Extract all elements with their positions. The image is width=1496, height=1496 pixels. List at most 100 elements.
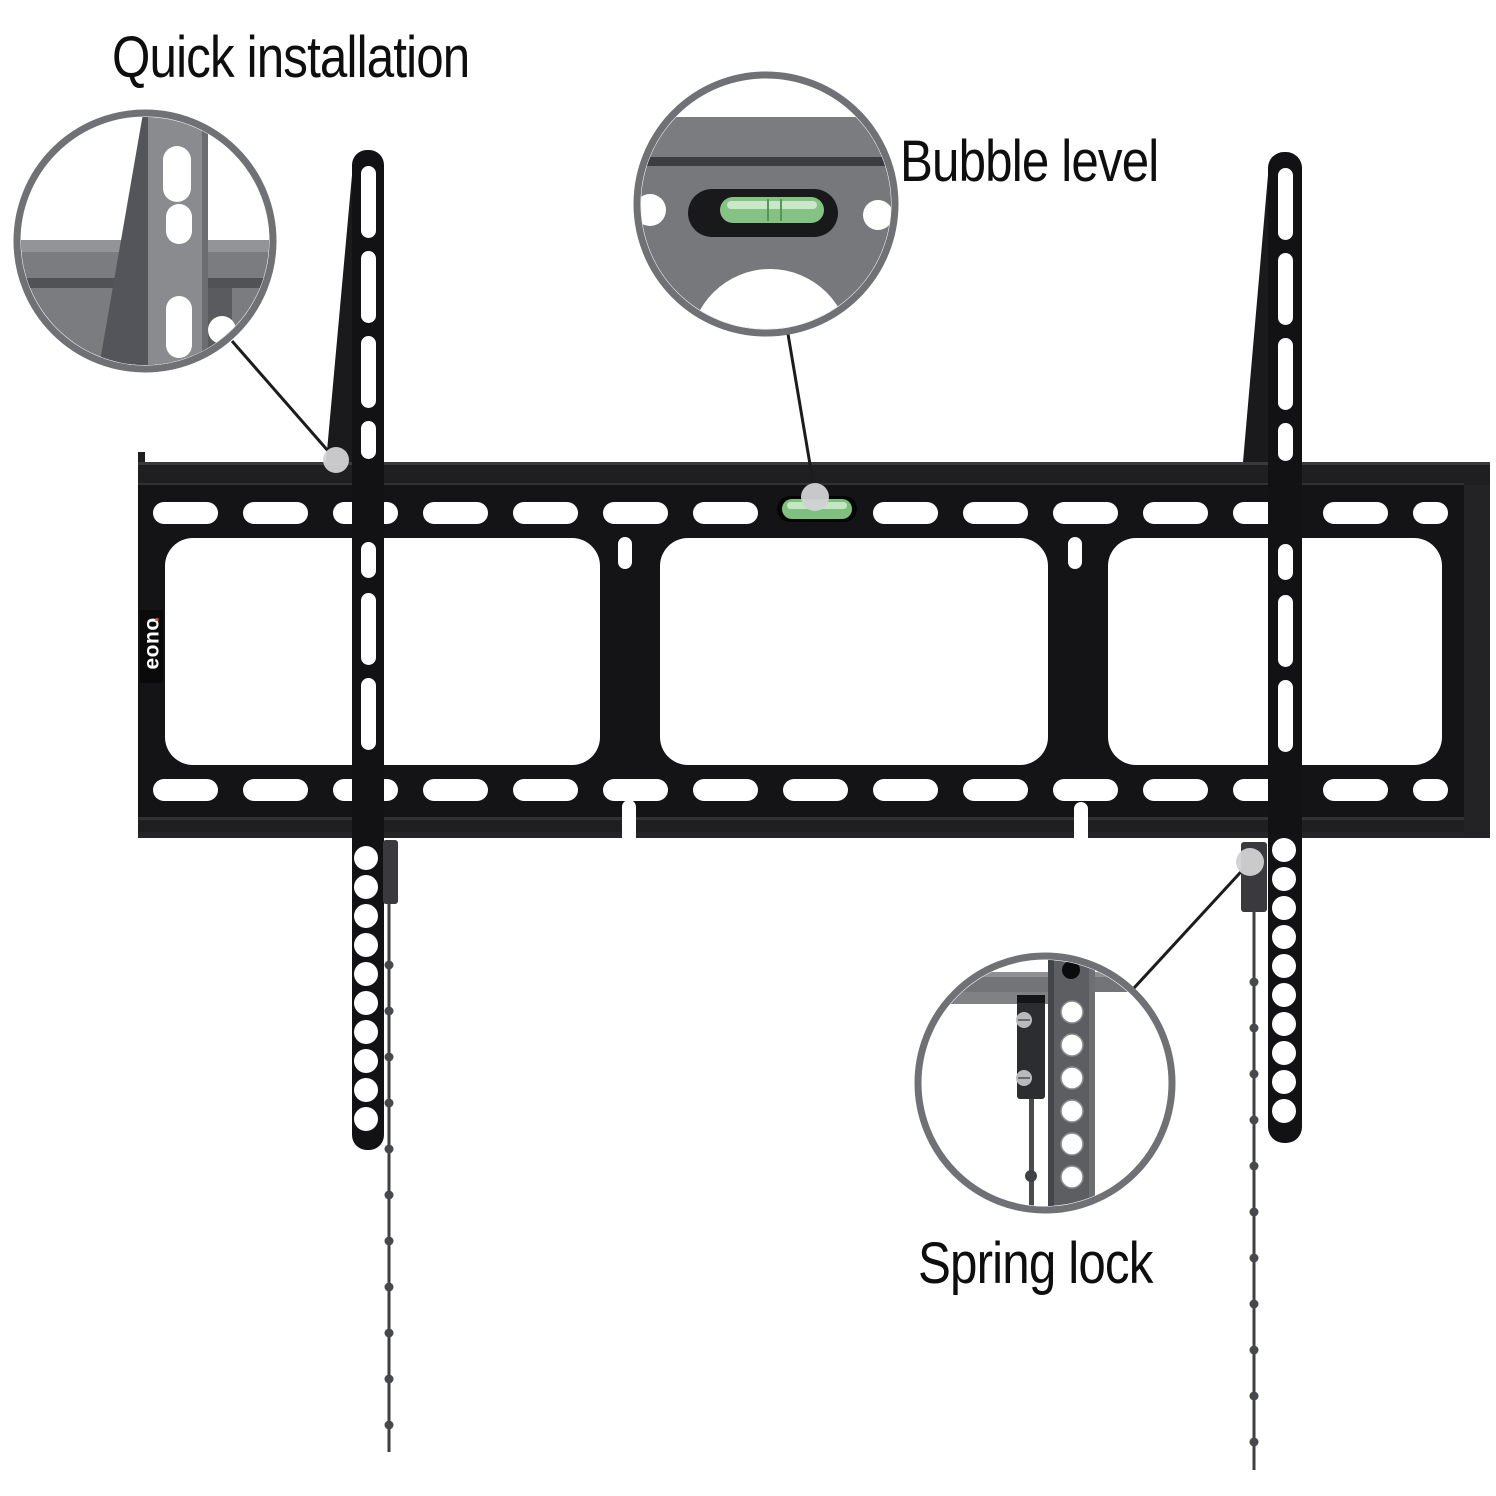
rail-slots [361,166,376,750]
zoom-rail-hole-dark [1062,961,1080,979]
zoom-rail-edge [1089,960,1095,1206]
cord-bead [384,1144,394,1154]
zoom-vial-highlight [727,201,817,209]
wall-plate-right-side [1462,462,1490,838]
rail-hole [354,1020,378,1044]
quick-callout-circle [13,109,277,373]
zoom-plate-bar-highlight [922,972,1168,977]
mounting-slot-row-top [153,502,1448,524]
top-flange-seam [138,483,1464,486]
mounting-slot [783,779,848,801]
mounting-slot [1323,502,1388,524]
zoom-rail-slot [163,146,191,202]
rail-slot [361,421,376,459]
zoom-rail-edge [202,117,208,365]
zoom-plate-band [641,117,891,158]
zoom-plate-notch [690,269,850,329]
rail-hole [1272,925,1296,949]
zoom-rail-hole [1060,1000,1084,1024]
mounting-slot [693,502,758,524]
mounting-slot [963,779,1028,801]
cord-bead [384,1420,394,1430]
cord-bead [1249,1299,1259,1309]
rail-slot [361,678,376,750]
cord-bead [1249,1437,1259,1447]
cord-bead [1249,1391,1259,1401]
bubble-callout-circle [633,71,899,337]
mounting-slot [1053,779,1118,801]
leader-lines [230,333,1252,990]
rail-slots [1278,168,1293,752]
zoom-cord-bead [1025,1170,1037,1182]
spring-callout-circle [914,952,1176,1214]
bottom-flange-seam [138,817,1464,820]
mounting-slot [603,779,668,801]
cord-bead [384,1282,394,1292]
plate-opening-center [660,538,1048,765]
zoom-rail-hole [1060,1033,1084,1057]
strut-slot [1068,537,1082,569]
cord-bead [384,1328,394,1338]
rail-slot [1278,595,1293,667]
rail-slot [361,542,376,578]
mounting-slot [1143,502,1208,524]
strut-slot [622,800,636,846]
quick-callout-content [21,117,269,365]
cord-bead [384,1236,394,1246]
rail-slot [361,251,376,323]
cord-bead [384,1374,394,1384]
mounting-slot [423,502,488,524]
pull-cord-beads [1249,977,1259,1447]
zoom-rail-hole [1060,1165,1084,1189]
rail-slot [1278,680,1293,752]
mounting-slot-row-bottom [153,779,1448,801]
rail-side-flange [1243,175,1268,462]
zoom-rail-slot [166,204,192,244]
bottom-flange-lip [138,832,1464,838]
rail-hole [1272,1099,1296,1123]
rail-hole [1272,983,1296,1007]
rail-hole [1272,1012,1296,1036]
rail-hole [354,1078,378,1102]
rail-hole [354,1107,378,1131]
mounting-slot [1323,779,1388,801]
rail-hole [1272,867,1296,891]
spring-lock-callout [914,952,1176,1214]
pull-cord-beads [384,960,394,1430]
bubble-callout-content [641,79,891,329]
mounting-slot [513,779,578,801]
cord-bead [1249,1023,1259,1033]
strut-slot [1074,802,1088,848]
cord-bead [1249,1115,1259,1125]
rail-holes [1272,838,1296,1123]
rail-hole [354,846,378,870]
cord-bead [384,1098,394,1108]
quick-installation-callout [13,109,277,373]
zoom-plate-hole [863,200,891,230]
brand-logo-dot: . [141,617,164,623]
mounting-slot [1143,779,1208,801]
zoom-plate-hole [641,194,666,226]
quick-installation-label: Quick installation [112,25,470,90]
strut-slot [618,537,632,569]
cord-bead [1249,1161,1259,1171]
wall-plate-top-flange [138,462,1490,485]
mounting-slot [153,502,218,524]
cord-bead [1249,1345,1259,1355]
rail-slot [1278,338,1293,410]
mounting-slot [1053,502,1118,524]
rail-slot [361,166,376,238]
rail-hole [354,962,378,986]
leader-dot-bubble [801,483,829,511]
rail-holes [354,846,378,1131]
rail-slot [1278,168,1293,240]
mounting-slot [693,779,758,801]
cord-bead [1249,1207,1259,1217]
mounting-slot [603,502,668,524]
zoom-cord-rod [1029,1099,1034,1206]
mounting-slot [1413,779,1448,801]
mounting-slot [873,779,938,801]
rail-hole [1272,896,1296,920]
